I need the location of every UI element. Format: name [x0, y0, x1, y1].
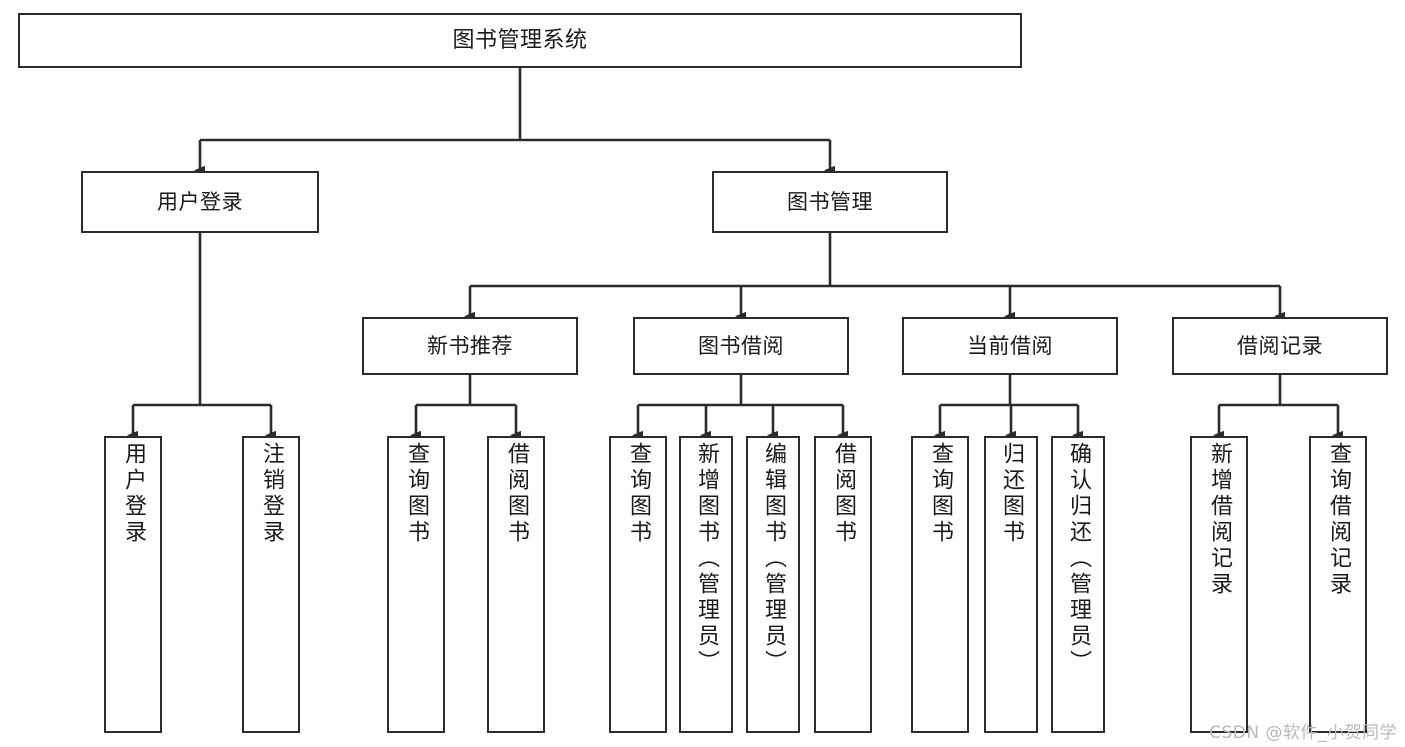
node-leaf-logout-label: 注销登录 [259, 442, 284, 546]
node-user-login[interactable]: 用户登录 [81, 171, 319, 233]
node-leaf-query-book-2-label: 查询图书 [626, 442, 651, 546]
node-borrow-record[interactable]: 借阅记录 [1172, 317, 1388, 375]
node-book-manage[interactable]: 图书管理 [712, 171, 948, 233]
node-leaf-confirm-return[interactable]: 确认归还（管理员） [1051, 436, 1105, 733]
node-leaf-return-book-label: 归还图书 [999, 442, 1024, 546]
node-leaf-add-record[interactable]: 新增借阅记录 [1190, 436, 1248, 733]
node-current-borrow-label: 当前借阅 [967, 333, 1053, 358]
node-leaf-query-book-3[interactable]: 查询图书 [911, 436, 969, 733]
node-leaf-borrow-book-2-label: 借阅图书 [831, 442, 856, 546]
node-leaf-edit-book[interactable]: 编辑图书（管理员） [746, 436, 800, 733]
node-leaf-query-book-3-label: 查询图书 [928, 442, 953, 546]
node-book-manage-label: 图书管理 [787, 189, 873, 214]
node-leaf-borrow-book-2[interactable]: 借阅图书 [814, 436, 872, 733]
node-leaf-add-record-label: 新增借阅记录 [1207, 442, 1232, 598]
node-current-borrow[interactable]: 当前借阅 [902, 317, 1118, 375]
node-leaf-logout[interactable]: 注销登录 [242, 436, 300, 733]
node-book-borrow-label: 图书借阅 [698, 333, 784, 358]
node-leaf-edit-book-label: 编辑图书（管理员） [761, 442, 786, 676]
node-borrow-record-label: 借阅记录 [1237, 333, 1323, 358]
node-leaf-query-record-label: 查询借阅记录 [1326, 442, 1351, 598]
node-leaf-confirm-return-label: 确认归还（管理员） [1066, 442, 1091, 676]
node-root-label: 图书管理系统 [452, 27, 588, 53]
node-new-book-recommend[interactable]: 新书推荐 [362, 317, 578, 375]
csdn-watermark: CSDN @软件_小贺同学 [1209, 723, 1397, 743]
node-leaf-add-book-label: 新增图书（管理员） [694, 442, 719, 676]
node-leaf-add-book[interactable]: 新增图书（管理员） [679, 436, 733, 733]
node-user-login-label: 用户登录 [157, 189, 243, 214]
node-leaf-query-book-1-label: 查询图书 [404, 442, 429, 546]
node-new-book-recommend-label: 新书推荐 [427, 333, 513, 358]
node-root[interactable]: 图书管理系统 [18, 13, 1022, 68]
node-leaf-return-book[interactable]: 归还图书 [984, 436, 1038, 733]
node-leaf-user-login-label: 用户登录 [121, 442, 146, 546]
node-leaf-query-book-1[interactable]: 查询图书 [387, 436, 445, 733]
node-leaf-query-book-2[interactable]: 查询图书 [609, 436, 667, 733]
node-leaf-user-login[interactable]: 用户登录 [104, 436, 162, 733]
node-leaf-borrow-book-1-label: 借阅图书 [504, 442, 529, 546]
node-book-borrow[interactable]: 图书借阅 [633, 317, 849, 375]
node-leaf-query-record[interactable]: 查询借阅记录 [1309, 436, 1367, 733]
node-leaf-borrow-book-1[interactable]: 借阅图书 [487, 436, 545, 733]
